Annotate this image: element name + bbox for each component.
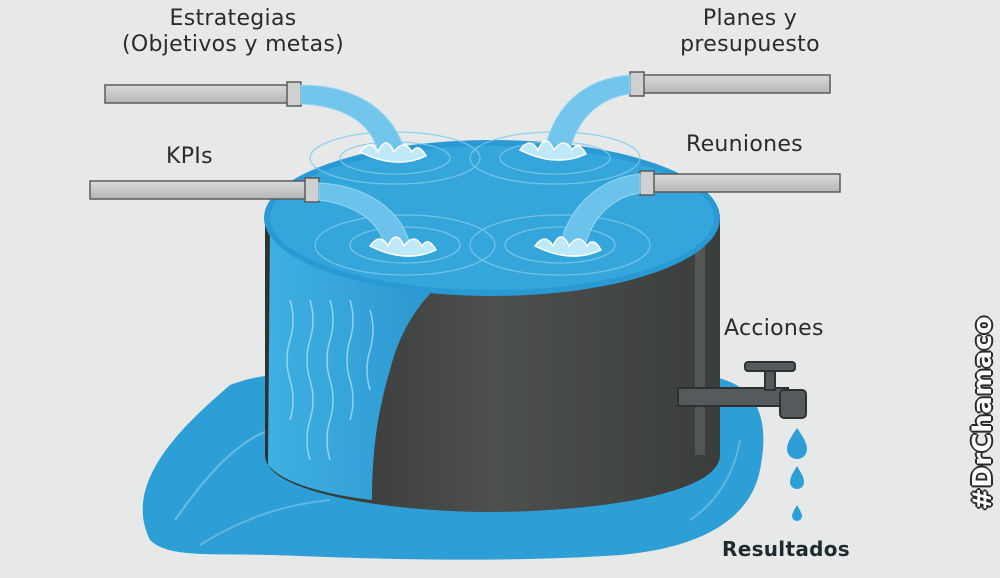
label-planes-line1: Planes y [702, 6, 798, 31]
label-estrategias: Estrategias (Objetivos y metas) [78, 6, 388, 58]
label-planes-line2: presupuesto [680, 32, 820, 57]
label-planes: Planes y presupuesto [660, 6, 840, 58]
faucet [677, 361, 807, 419]
label-estrategias-line1: Estrategias [169, 6, 297, 31]
splash [358, 142, 428, 163]
splash [533, 236, 603, 257]
watermark-text: #DrChamaco [968, 315, 998, 510]
stream-planes [544, 74, 631, 151]
label-resultados: Resultados [722, 537, 850, 561]
pipe-reuniones [639, 170, 841, 196]
pipe-estrategias [104, 81, 302, 107]
pipe-planes [629, 71, 831, 97]
water-drops [787, 428, 807, 521]
water-overflow [268, 225, 445, 500]
label-kpis: KPIs [166, 144, 213, 169]
splash [368, 236, 438, 257]
label-reuniones: Reuniones [686, 132, 803, 157]
stream-estrategias [300, 84, 406, 153]
watermark: #DrChamaco [938, 315, 998, 558]
label-acciones: Acciones [724, 316, 824, 341]
pipe-kpis [89, 177, 320, 203]
splash [518, 140, 588, 161]
label-estrategias-line2: (Objetivos y metas) [121, 32, 344, 57]
